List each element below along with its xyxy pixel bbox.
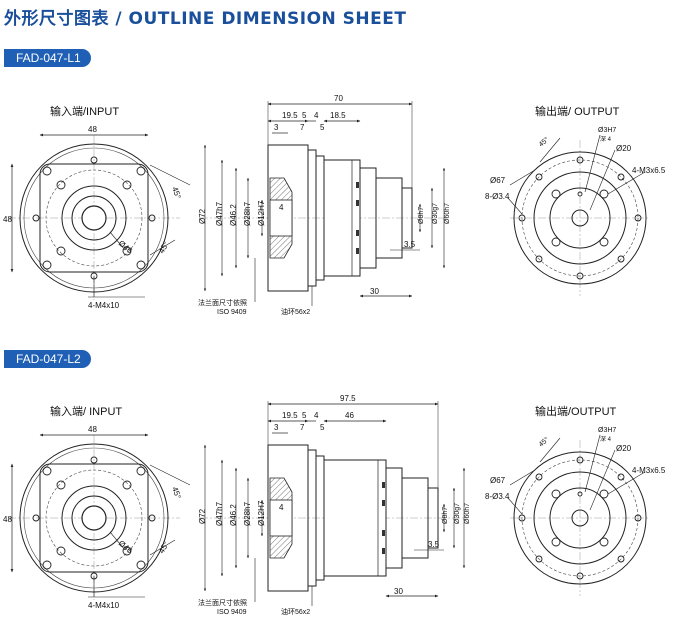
- note-flange-1: 法兰面尺寸依照: [198, 298, 247, 307]
- dim-side-d72: Ø72: [198, 508, 207, 524]
- dim-output-d20: Ø20: [616, 444, 632, 453]
- note-flange-1: 法兰面尺寸依照: [198, 598, 247, 607]
- dim-output-angle: 45°: [537, 435, 550, 448]
- dim-side-4: 4: [314, 411, 319, 420]
- dim-input-angle-bottom: 45°: [157, 240, 171, 255]
- output-flange-view: 45° Ø3H7 深 4 Ø20 Ø67 4-M3x6.5 8-Ø3.4: [485, 127, 666, 296]
- dim-input-thread: 4-M4x10: [88, 301, 120, 310]
- dim-side-total-length: 97.5: [340, 394, 356, 403]
- section-fad-047-l2: 48 48 45° 45° Ø46 4-M4x10: [3, 394, 666, 616]
- dim-output-angle: 45°: [537, 135, 550, 148]
- dim-output-pin-depth: 深 4: [600, 135, 612, 143]
- input-view-label-l1: 输入端/INPUT: [50, 106, 120, 118]
- dim-output-thread: 4-M3x6.5: [632, 166, 666, 175]
- dim-output-d67: Ø67: [490, 176, 506, 185]
- dim-input-thread: 4-M4x10: [88, 601, 120, 610]
- dim-side-d46-2: Ø46.2: [229, 204, 238, 226]
- input-flange-view: 48 48 45° 45° Ø46 4-M4x10: [3, 125, 191, 310]
- dim-side-inner-4: 4: [279, 203, 284, 212]
- dim-side-5a: 5: [302, 411, 307, 420]
- dim-side-7: 7: [300, 123, 305, 132]
- dim-output-pin-hole: Ø3H7: [598, 427, 616, 434]
- dim-side-d30: Ø30g7: [432, 203, 439, 224]
- dim-output-d67: Ø67: [490, 476, 506, 485]
- output-view-label-l1: 输出端/ OUTPUT: [535, 106, 620, 118]
- page-title: 外形尺寸图表 / OUTLINE DIMENSION SHEET: [4, 9, 407, 29]
- dim-input-d46: Ø46: [117, 239, 135, 256]
- input-view-label-l2: 输入端/ INPUT: [50, 406, 123, 418]
- dim-side-19-5: 19.5: [282, 111, 298, 120]
- dim-side-d28: Ø28h7: [243, 501, 252, 526]
- dim-side-19-5: 19.5: [282, 411, 298, 420]
- dim-input-angle-top: 45°: [170, 486, 183, 500]
- dim-side-d8: Ø8h7: [442, 507, 449, 524]
- dim-side-d47: Ø47h7: [215, 501, 224, 526]
- output-flange-view-l2: 45° Ø3H7 深 4 Ø20 Ø67 4-M3x6.5 8-Ø3.4: [485, 427, 666, 596]
- page-header: 外形尺寸图表 / OUTLINE DIMENSION SHEET: [4, 4, 406, 34]
- model-badge-l1: FAD-047-L1: [4, 49, 91, 67]
- dim-input-d46: Ø46: [117, 539, 135, 556]
- dim-side-18-5: 18.5: [330, 111, 346, 120]
- output-view-label-l2: 输出端/OUTPUT: [535, 406, 617, 418]
- dim-side-inner-4: 4: [279, 503, 284, 512]
- dim-side-d46-2: Ø46.2: [229, 504, 238, 526]
- dim-side-4: 4: [314, 111, 319, 120]
- input-flange-view-l2: 48 48 45° 45° Ø46 4-M4x10: [3, 425, 191, 610]
- dim-side-3: 3: [274, 423, 279, 432]
- note-oil-ring: 油环56x2: [281, 307, 310, 316]
- dim-side-46: 46: [345, 411, 354, 420]
- dim-side-d8: Ø8h7: [418, 207, 425, 224]
- note-flange-2: ISO 9409: [217, 309, 247, 316]
- model-badge-l2: FAD-047-L2: [4, 350, 91, 368]
- dim-side-3-5: 3.5: [404, 240, 416, 249]
- dim-side-5b: 5: [320, 423, 325, 432]
- dim-side-5b: 5: [320, 123, 325, 132]
- note-oil-ring: 油环56x2: [281, 607, 310, 616]
- dim-output-holes: 8-Ø3.4: [485, 492, 510, 501]
- dim-side-7: 7: [300, 423, 305, 432]
- section-fad-047-l1: 48 48 45° 45° Ø46 4-M4x10: [3, 94, 666, 316]
- dim-output-pin-hole: Ø3H7: [598, 127, 616, 134]
- dim-output-thread: 4-M3x6.5: [632, 466, 666, 475]
- dim-output-d20: Ø20: [616, 144, 632, 153]
- note-flange-2: ISO 9409: [217, 609, 247, 616]
- dim-output-pin-depth: 深 4: [600, 435, 612, 443]
- dim-side-5a: 5: [302, 111, 307, 120]
- dim-side-d28: Ø28h7: [243, 201, 252, 226]
- dim-side-total-length: 70: [334, 94, 343, 103]
- dim-side-3-5: 3.5: [428, 540, 440, 549]
- dim-side-d30: Ø30g7: [454, 503, 461, 524]
- dim-input-height: 48: [3, 515, 12, 524]
- dim-side-d12: Ø12H7: [257, 200, 266, 226]
- dim-side-d60: Ø60h7: [464, 503, 471, 524]
- dim-side-d72: Ø72: [198, 208, 207, 224]
- dim-side-30: 30: [370, 287, 379, 296]
- dim-output-holes: 8-Ø3.4: [485, 192, 510, 201]
- dim-side-d12: Ø12H7: [257, 500, 266, 526]
- dim-side-30: 30: [394, 587, 403, 596]
- dim-input-height: 48: [3, 215, 12, 224]
- dim-side-d47: Ø47h7: [215, 201, 224, 226]
- dim-side-d60: Ø60h7: [444, 203, 451, 224]
- dim-input-width: 48: [88, 125, 97, 134]
- dim-input-angle-top: 45°: [170, 186, 183, 200]
- side-section-view: 70 19.5 5 4 18.5 3 7 5 Ø72 Ø47h7 Ø46.2 Ø…: [198, 94, 451, 316]
- dim-side-3: 3: [274, 123, 279, 132]
- dim-input-angle-bottom: 45°: [157, 540, 171, 555]
- dim-input-width: 48: [88, 425, 97, 434]
- side-section-view-l2: 97.5 19.5 5 4 46 3 7 5 Ø72 Ø47h7 Ø46.2 Ø…: [198, 394, 471, 616]
